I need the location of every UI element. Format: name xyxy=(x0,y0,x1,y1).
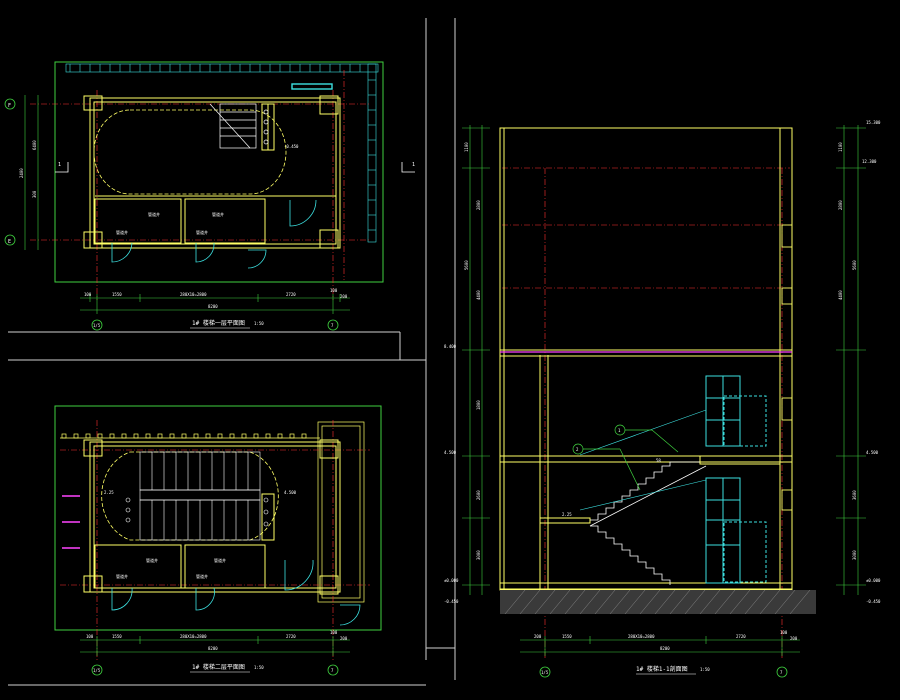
section-landing-mark: 2.25 xyxy=(562,512,572,517)
plan1-room-label: 管道井 xyxy=(212,211,224,217)
plan1-dim-left: 6400 xyxy=(32,140,37,150)
section-dim: 280X10=2800 xyxy=(628,634,655,639)
section-dim-right: 2800 xyxy=(838,200,843,210)
plan1-dim: 1550 xyxy=(112,292,122,297)
plan1-section-mark: 1 xyxy=(58,162,61,168)
plan2-dim: 200 xyxy=(340,636,348,641)
plan2-title: 1# 楼梯二层平面图 xyxy=(192,663,245,671)
section-level-left: 8.400 xyxy=(444,344,457,349)
section-1-1: 1 2 2.25 58 8.400 4.500 ±0.000 -0.450 15… xyxy=(444,120,881,678)
section-dim: 100 xyxy=(780,630,788,635)
section-scale: 1:50 xyxy=(700,667,710,672)
section-dim: 200 xyxy=(790,636,798,641)
plan2-axis-bottom-left: 1/5 xyxy=(93,668,101,673)
plan1-dim-left: 300 xyxy=(32,190,37,198)
section-axis-bottom-right: 7 xyxy=(780,670,783,675)
section-dim-left: 4400 xyxy=(476,290,481,300)
section-dim: 2720 xyxy=(736,634,746,639)
plan2-room-label: 管道井 xyxy=(116,573,128,579)
plan2-level-left: 2.25 xyxy=(104,490,114,495)
plan1-room-label: 管道井 xyxy=(196,229,208,235)
plan2-dim: 1550 xyxy=(112,634,122,639)
plan1-dim: 100 xyxy=(84,292,92,297)
plan1-room-label: 管道井 xyxy=(116,229,128,235)
plan-level-1: 管道井 管道井 管道井 管道井 -0.450 F E 1/5 7 1 1 xyxy=(4,61,415,331)
section-dim-right: 1100 xyxy=(838,142,843,152)
sheet-frames xyxy=(8,18,456,686)
section-dim-right: 3000 xyxy=(852,550,857,560)
plan1-dim-left: 2400 xyxy=(19,168,24,178)
plan2-scale: 1:50 xyxy=(254,665,264,670)
plan1-axis-f: F xyxy=(8,103,11,109)
section-dim-left: 2800 xyxy=(476,200,481,210)
section-dim-left: 1800 xyxy=(476,400,481,410)
plan1-dim: 280X10=2800 xyxy=(180,292,207,297)
section-dim-total: 8200 xyxy=(660,646,670,651)
section-level-left: -0.450 xyxy=(444,599,459,604)
plan2-dim: 100 xyxy=(330,630,338,635)
plan1-dim: 2720 xyxy=(286,292,296,297)
plan1-dim-total: 8200 xyxy=(208,304,218,309)
plan2-dim: 100 xyxy=(86,634,94,639)
plan1-title: 1# 楼梯一层平面图 xyxy=(192,319,245,327)
section-callout: 2 xyxy=(576,447,579,452)
plan1-dim: 100 xyxy=(330,288,338,293)
section-dim-left: 2600 xyxy=(476,490,481,500)
section-dim: 1550 xyxy=(562,634,572,639)
section-level-right: 4.500 xyxy=(866,450,879,455)
plan1-section-mark: 1 xyxy=(412,162,415,168)
section-dim: 200 xyxy=(534,634,542,639)
plan2-level-right: 4.500 xyxy=(284,490,297,495)
section-level-right: ±0.000 xyxy=(866,578,881,583)
plan-level-2: 管道井 管道井 管道井 管道井 2.25 4.500 1/5 7 100 155… xyxy=(54,405,382,676)
section-riser-note: 58 xyxy=(656,458,661,463)
plan2-room-label: 管道井 xyxy=(196,573,208,579)
plan1-axis-e: E xyxy=(8,239,11,245)
section-level-left: ±0.000 xyxy=(444,578,459,583)
section-dim-left: 3000 xyxy=(476,550,481,560)
section-dim-right: 5600 xyxy=(852,260,857,270)
plan2-room-label: 管道井 xyxy=(214,557,226,563)
section-dim-left: 5600 xyxy=(464,260,469,270)
plan2-room-label: 管道井 xyxy=(146,557,158,563)
section-level-right: 15.300 xyxy=(866,120,881,125)
plan1-room-label: 管道井 xyxy=(148,211,160,217)
section-dim-right: 3600 xyxy=(852,490,857,500)
section-level-left: 4.500 xyxy=(444,450,457,455)
plan1-scale: 1:50 xyxy=(254,321,264,326)
plan1-level-note: -0.450 xyxy=(284,144,299,149)
section-dim-right: 4400 xyxy=(838,290,843,300)
section-title: 1# 楼梯1-1剖面图 xyxy=(636,665,688,673)
plan2-dim-total: 8200 xyxy=(208,646,218,651)
plan2-dim: 2720 xyxy=(286,634,296,639)
plan2-dim: 280X10=2800 xyxy=(180,634,207,639)
section-callout: 1 xyxy=(618,428,621,433)
plan1-axis-bottom-left: 1/5 xyxy=(93,323,101,328)
section-axis-bottom-left: 1/5 xyxy=(541,670,549,675)
plan1-dim: 200 xyxy=(340,294,348,299)
section-dim-left: 1100 xyxy=(464,142,469,152)
plan2-axis-bottom-right: 7 xyxy=(331,668,334,673)
section-level-right: 12.300 xyxy=(862,159,877,164)
section-level-right: -0.450 xyxy=(866,599,881,604)
plan1-axis-bottom-right: 7 xyxy=(331,323,334,328)
